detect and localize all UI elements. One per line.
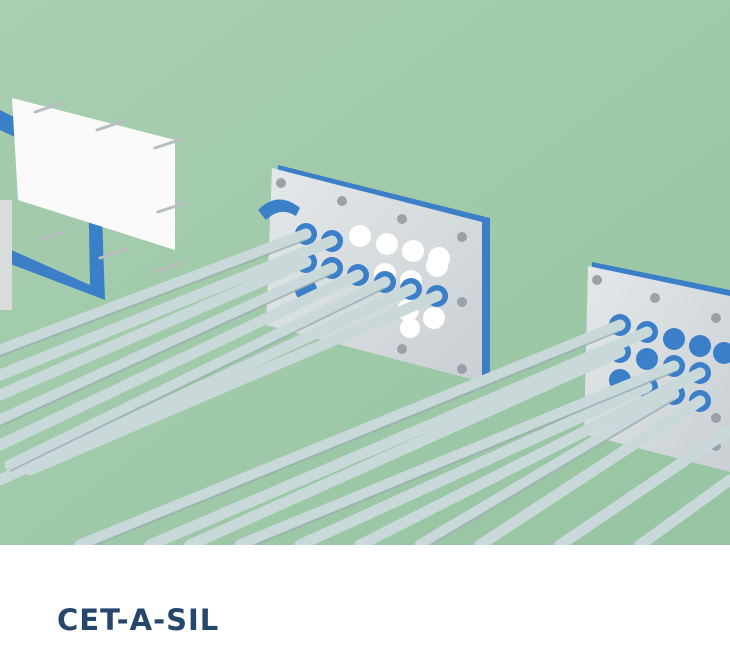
blue-seal-module (258, 199, 300, 220)
cables (0, 228, 730, 545)
white-cover-plate (12, 98, 175, 250)
product-illustration (0, 0, 730, 545)
left-frame-part (0, 200, 12, 310)
threaded-studs (33, 101, 187, 274)
product-title: CET-A-SIL (57, 603, 220, 637)
cable-shading (0, 239, 675, 545)
